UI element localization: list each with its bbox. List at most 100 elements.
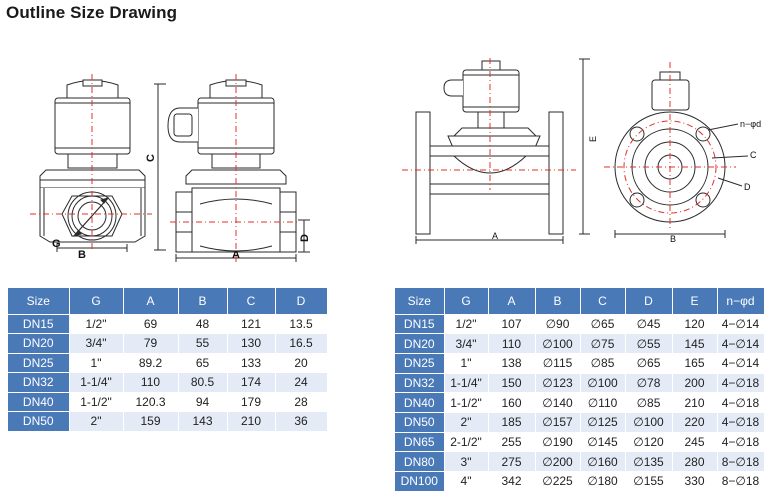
table-cell: 16.5 xyxy=(275,333,328,354)
label-b-flange: B xyxy=(670,234,676,244)
table-cell: 94 xyxy=(178,392,228,412)
table-cell: 200 xyxy=(672,373,718,394)
table-cell: ∅110 xyxy=(580,392,626,413)
table-row: DN32 1-1/4" 110 80.5 174 24 xyxy=(8,372,328,393)
flange-face-view xyxy=(614,71,749,238)
table-cell: 65 xyxy=(178,353,228,373)
table-cell: 120 xyxy=(672,314,718,335)
table-cell: 159 xyxy=(123,411,179,432)
table-cell: 143 xyxy=(178,411,228,432)
size-cell: DN100 xyxy=(395,471,445,492)
table-cell: 2" xyxy=(69,411,124,432)
table-cell: 1-1/4" xyxy=(444,373,489,394)
table-cell: 8−∅18 xyxy=(717,451,764,472)
table-cell: 179 xyxy=(227,392,276,412)
table-row: DN40 1-1/2" 120.3 94 179 28 xyxy=(8,392,328,412)
table-cell: 130 xyxy=(227,333,276,354)
table-cell: 4−∅18 xyxy=(717,373,764,394)
header-a: A xyxy=(123,288,179,315)
table-cell: ∅157 xyxy=(535,412,581,433)
table-cell: 4−∅18 xyxy=(717,412,764,433)
table-cell: 3/4" xyxy=(69,333,124,354)
table-cell: ∅160 xyxy=(580,451,626,472)
size-cell: DN50 xyxy=(8,411,70,432)
table-cell: 1-1/2" xyxy=(444,392,489,413)
table-cell: 2" xyxy=(444,412,489,433)
table-cell: 210 xyxy=(227,411,276,432)
table-cell: ∅145 xyxy=(580,432,626,453)
table-cell: 150 xyxy=(488,373,536,394)
size-cell: DN50 xyxy=(395,412,445,433)
table-cell: 165 xyxy=(672,353,718,374)
table-cell: 107 xyxy=(488,314,536,335)
table-cell: 121 xyxy=(227,314,276,334)
table-cell: ∅65 xyxy=(625,353,673,374)
table-cell: ∅45 xyxy=(625,314,673,335)
table-cell: ∅65 xyxy=(580,314,626,335)
header-c: C xyxy=(580,288,626,315)
table-cell: 275 xyxy=(488,451,536,472)
threaded-size-table: Size G A B C D DN15 1/2" 69 48 121 13.5 … xyxy=(8,288,328,432)
table-row: DN15 1/2" 69 48 121 13.5 xyxy=(8,314,328,334)
label-a-mid: A xyxy=(232,249,240,261)
table-cell: ∅120 xyxy=(625,432,673,453)
header-g: G xyxy=(69,288,124,315)
label-g: G xyxy=(52,238,61,250)
header-g: G xyxy=(444,288,489,315)
header-a: A xyxy=(488,288,536,315)
table-cell: 1" xyxy=(444,353,489,374)
table-cell: 2-1/2" xyxy=(444,432,489,453)
table-cell: 1-1/2" xyxy=(69,392,124,412)
outline-drawing: G B C A D E A B n−φd C D xyxy=(30,58,761,262)
table-cell: 80.5 xyxy=(178,372,228,393)
header-d: D xyxy=(625,288,673,315)
table-cell: 89.2 xyxy=(123,353,179,373)
table-cell: 330 xyxy=(672,471,718,492)
table-cell: 133 xyxy=(227,353,276,373)
table-cell: 110 xyxy=(123,372,179,393)
table-cell: ∅155 xyxy=(625,471,673,492)
label-d-mid: D xyxy=(299,234,311,242)
label-b-left: B xyxy=(78,249,86,261)
table-cell: 1/2" xyxy=(69,314,124,334)
size-cell: DN65 xyxy=(395,432,445,453)
size-cell: DN15 xyxy=(8,314,70,334)
flanged-valve-side-view xyxy=(415,58,590,244)
table-cell: ∅190 xyxy=(535,432,581,453)
table-cell: 79 xyxy=(123,333,179,354)
table-cell: ∅85 xyxy=(625,392,673,413)
table-cell: 210 xyxy=(672,392,718,413)
size-cell: DN25 xyxy=(8,353,70,373)
header-b: B xyxy=(535,288,581,315)
table-cell: 24 xyxy=(275,372,328,393)
header-n-phi-d: n−φd xyxy=(717,288,764,315)
header-b: B xyxy=(178,288,228,315)
table-cell: 4−∅14 xyxy=(717,314,764,335)
size-cell: DN40 xyxy=(8,392,70,412)
table-cell: 28 xyxy=(275,392,328,412)
table-cell: 1/2" xyxy=(444,314,489,335)
size-cell: DN32 xyxy=(8,372,70,393)
table-row: DN25 1" 89.2 65 133 20 xyxy=(8,353,328,373)
table-cell: 145 xyxy=(672,333,718,354)
page-title: Outline Size Drawing xyxy=(6,3,178,22)
table-cell: ∅225 xyxy=(535,471,581,492)
table-cell: 185 xyxy=(488,412,536,433)
table-row: DN20 3/4" 79 55 130 16.5 xyxy=(8,333,328,354)
label-nd: n−φd xyxy=(740,119,761,129)
threaded-valve-front-view xyxy=(154,79,310,262)
table-cell: 48 xyxy=(178,314,228,334)
table-cell: 255 xyxy=(488,432,536,453)
table-cell: 13.5 xyxy=(275,314,328,334)
label-e: E xyxy=(588,136,598,142)
table-cell: ∅115 xyxy=(535,353,581,374)
header-c: C xyxy=(227,288,276,315)
table-cell: 8−∅18 xyxy=(717,471,764,492)
table-cell: 4−∅18 xyxy=(717,432,764,453)
